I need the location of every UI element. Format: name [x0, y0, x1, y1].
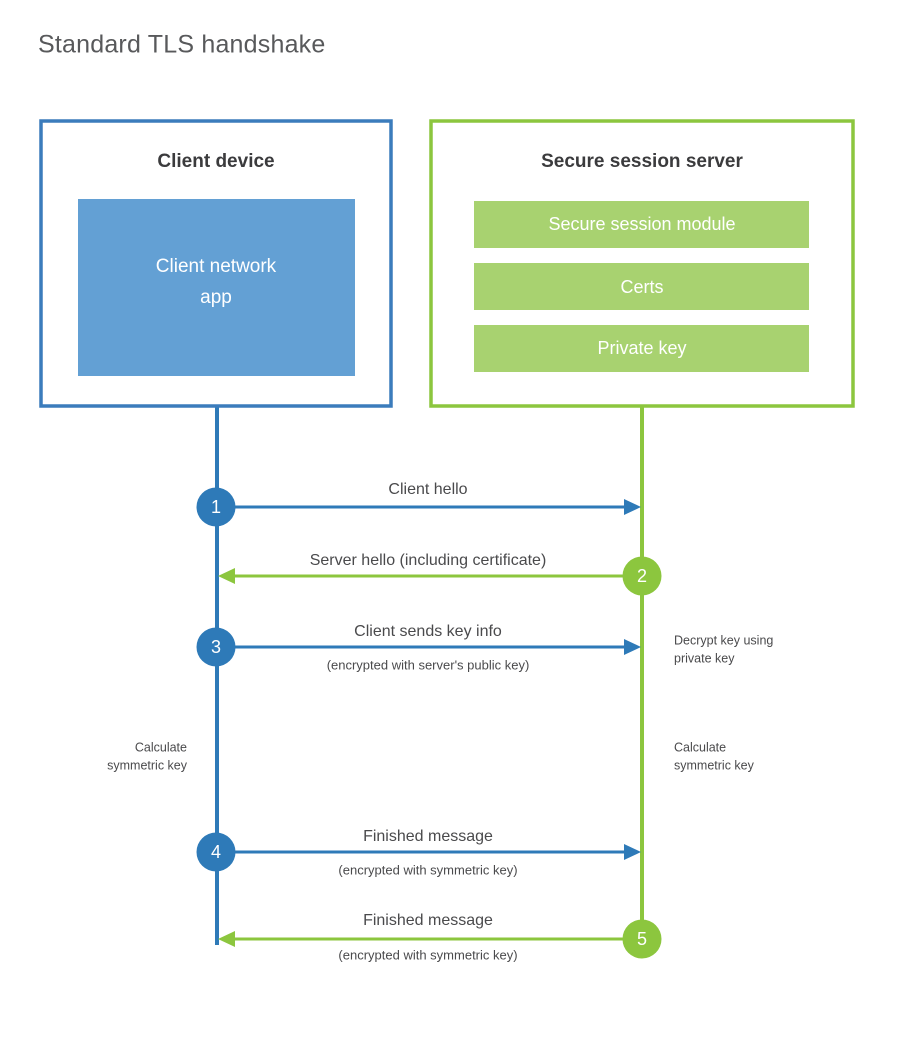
client-calculate-line1: Calculate: [135, 740, 187, 754]
step-4-label: Finished message: [363, 828, 493, 845]
client-calculate-annotation: Calculate symmetric key: [107, 740, 188, 772]
secure-session-server-title: Secure session server: [541, 151, 743, 172]
server-module-box-2: [474, 325, 809, 372]
server-decrypt-line1: Decrypt key using: [674, 633, 773, 647]
server-module-box-1: [474, 263, 809, 310]
server-module-box-0: [474, 201, 809, 248]
step-1-number: 1: [211, 497, 221, 517]
server-decrypt-line2: private key: [674, 651, 735, 665]
step-5-number: 5: [637, 929, 647, 949]
server-calculate-line2: symmetric key: [674, 758, 755, 772]
step-3-label: Client sends key info: [354, 623, 502, 640]
step-5-label: Finished message: [363, 912, 493, 929]
server-calculate-annotation: Calculate symmetric key: [674, 740, 755, 772]
client-device-title: Client device: [157, 151, 274, 172]
step-3-group: Client sends key info 3 (encrypted with …: [196, 623, 641, 672]
step-2-arrowhead: [218, 568, 235, 584]
client-device-panel: Client device Client network app: [39, 119, 393, 408]
step-3-number: 3: [211, 637, 221, 657]
secure-session-server-panel: Secure session server Secure session mod…: [429, 119, 855, 408]
step-4-arrowhead: [624, 844, 641, 860]
step-4-sublabel: (encrypted with symmetric key): [338, 862, 517, 877]
server-calculate-line1: Calculate: [674, 740, 726, 754]
server-decrypt-annotation: Decrypt key using private key: [674, 633, 773, 665]
step-4-number: 4: [211, 842, 221, 862]
step-3-arrowhead: [624, 639, 641, 655]
step-1-label: Client hello: [388, 481, 467, 498]
step-1-badge: [196, 487, 236, 527]
page-title: Standard TLS handshake: [38, 31, 325, 59]
server-module-label-1: Certs: [620, 277, 663, 297]
step-5-badge: [622, 919, 662, 959]
client-network-app-label-line1: Client network: [156, 256, 277, 277]
client-network-app-box: [78, 199, 355, 376]
client-network-app-label-line2: app: [200, 287, 232, 308]
step-2-badge: [622, 556, 662, 596]
step-5-group: Finished message 5 (encrypted with symme…: [218, 912, 662, 962]
step-2-label: Server hello (including certificate): [310, 552, 547, 569]
step-4-badge: [196, 832, 236, 872]
step-1-group: Client hello 1: [196, 481, 641, 527]
client-calculate-line2: symmetric key: [107, 758, 188, 772]
step-2-number: 2: [637, 566, 647, 586]
step-3-badge: [196, 627, 236, 667]
step-5-arrowhead: [218, 931, 235, 947]
step-3-sublabel: (encrypted with server's public key): [327, 657, 530, 672]
server-module-label-0: Secure session module: [548, 214, 735, 234]
server-module-label-2: Private key: [597, 338, 686, 358]
step-5-sublabel: (encrypted with symmetric key): [338, 947, 517, 962]
step-2-group: Server hello (including certificate) 2: [218, 552, 662, 596]
step-1-arrowhead: [624, 499, 641, 515]
step-4-group: Finished message 4 (encrypted with symme…: [196, 828, 641, 877]
